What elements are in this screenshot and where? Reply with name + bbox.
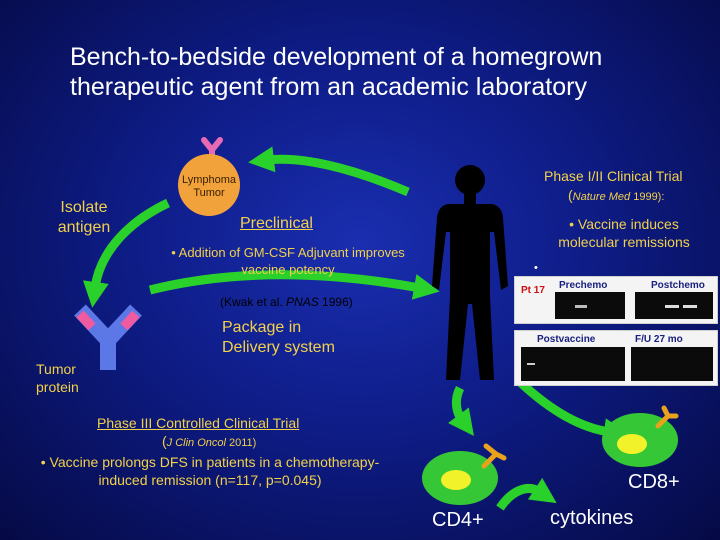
cd8-label: CD8+: [628, 471, 680, 493]
phase3-ref-journal: J Clin Oncol: [166, 437, 226, 449]
gel-postvaccine-label: Postvaccine: [537, 334, 596, 345]
phase12-ref-year: 1999):: [630, 191, 665, 203]
gel-prechemo-label: Prechemo: [559, 280, 608, 291]
package-line-2: Delivery system: [222, 339, 335, 356]
phase12-ref-journal: Nature Med: [572, 191, 631, 203]
gel-band-2: [683, 305, 697, 308]
cd4-cell-icon: [422, 443, 507, 505]
phase12-line-1: • Vaccine induces: [569, 216, 679, 232]
lymphoma-label-line-2: Tumor: [193, 187, 225, 199]
phase3-ref-open: (: [162, 433, 167, 449]
gel-band-panel-4: [631, 347, 713, 381]
title-line-1: Bench-to-bedside development of a homegr…: [70, 43, 603, 71]
cytokines-label: cytokines: [550, 507, 634, 529]
phase12-bullet: •: [534, 262, 538, 274]
isolate-antigen-line-1: Isolate: [60, 199, 108, 216]
preclinical-label: Preclinical: [240, 215, 313, 232]
gel-pt-label: Pt 17: [521, 285, 545, 296]
gel-band-4: [527, 363, 535, 365]
gel-fu-label: F/U 27 mo: [635, 334, 683, 345]
phase12-line-2: molecular remissions: [558, 234, 690, 250]
gmcsf-line-1: • Addition of GM-CSF Adjuvant improves: [171, 245, 405, 260]
gmcsf-line-2: vaccine potency: [241, 262, 335, 277]
kwak-reference: (Kwak et al. PNAS 1996): [220, 295, 353, 309]
arrow-protein-to-patient: [148, 270, 440, 300]
arrow-lymphoma-to-antigen: [82, 198, 170, 308]
phase12-finding: • Vaccine induces molecular remissions: [540, 215, 708, 251]
isolate-antigen-line-2: antigen: [57, 219, 111, 236]
gel-image-prechemo-postchemo: Pt 17 Prechemo Postchemo: [514, 276, 718, 324]
lymphoma-tumor-circle: [178, 154, 240, 216]
cd4-label: CD4+: [432, 509, 484, 531]
phase3-ref-year: 2011): [225, 437, 257, 449]
phase3-line-2: induced remission (n=117, p=0.045): [98, 472, 322, 488]
gel-band-panel-1: [555, 292, 625, 319]
phase3-reference: (J Clin Oncol 2011): [162, 432, 256, 452]
slide-title: Bench-to-bedside development of a homegr…: [70, 42, 690, 102]
kwak-journal: PNAS: [286, 295, 319, 309]
tumor-protein-line-2: protein: [36, 379, 79, 395]
gel-postchemo-label: Postchemo: [651, 280, 705, 291]
package-line-1: Package in: [222, 319, 302, 336]
patient-silhouette-icon: [432, 165, 508, 380]
phase12-ref-open: (: [568, 187, 573, 203]
tumor-protein-antibody-icon: [74, 304, 142, 370]
gel-band-panel-3: [521, 347, 625, 381]
phase3-line-1: • Vaccine prolongs DFS in patients in a …: [40, 454, 380, 470]
phase3-finding: • Vaccine prolongs DFS in patients in a …: [10, 453, 410, 489]
package-delivery-label: Package in Delivery system: [222, 318, 335, 358]
arrow-patient-to-cd8: [516, 378, 630, 445]
title-line-2: therapeutic agent from an academic labor…: [70, 73, 587, 101]
kwak-prefix: (Kwak et al.: [220, 295, 287, 309]
isolate-antigen-label: Isolate antigen: [44, 198, 124, 238]
gel-band-3: [575, 305, 587, 308]
cd8-cell-icon: [602, 405, 679, 467]
phase12-title: Phase I/II Clinical Trial: [544, 168, 683, 184]
arrow-cd4-to-cytokines: [496, 477, 557, 511]
arrow-patient-to-cd4: [447, 385, 474, 437]
kwak-suffix: 1996): [318, 295, 353, 309]
gel-band-1: [665, 305, 679, 308]
tumor-protein-line-1: Tumor: [36, 361, 76, 377]
lymphoma-label: Lymphoma Tumor: [170, 174, 248, 200]
arrow-phase12-to-lymphoma: [248, 146, 410, 197]
gmcsf-note: • Addition of GM-CSF Adjuvant improves v…: [150, 244, 426, 278]
phase3-title: Phase III Controlled Clinical Trial: [97, 415, 300, 431]
gel-image-postvaccine-fu: Postvaccine F/U 27 mo: [514, 330, 718, 386]
lymphoma-label-line-1: Lymphoma: [181, 174, 236, 186]
phase12-reference: (Nature Med 1999):: [568, 186, 664, 206]
tumor-protein-label: Tumor protein: [36, 360, 116, 396]
